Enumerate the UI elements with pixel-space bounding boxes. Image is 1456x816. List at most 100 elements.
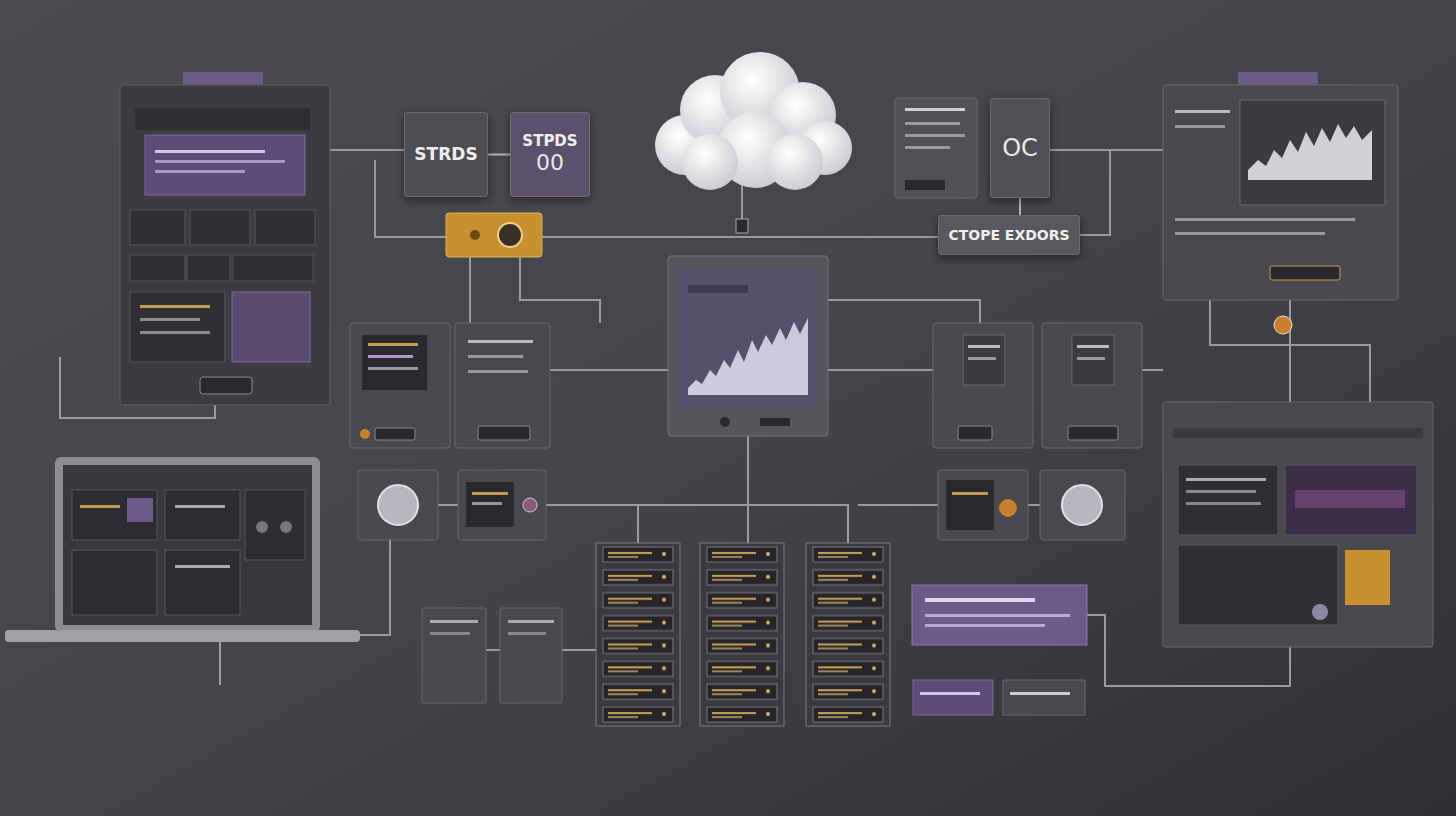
text-bar [1175, 110, 1230, 113]
text-bar [508, 632, 546, 635]
laptop [5, 457, 360, 642]
server-racks [596, 543, 890, 726]
unit-box [938, 470, 1028, 540]
text-bar [968, 357, 996, 360]
text-bar [905, 122, 960, 125]
device-box [455, 323, 550, 448]
storage-units [422, 608, 562, 703]
image-tile [1285, 465, 1417, 535]
text-bar [952, 492, 988, 495]
text-bar [1077, 357, 1105, 360]
tile [255, 210, 315, 245]
text-bar [925, 598, 1035, 602]
wire [438, 504, 458, 506]
led [999, 499, 1017, 517]
monitor-frame [668, 256, 828, 436]
header-bar [135, 108, 310, 130]
wire [546, 504, 638, 506]
gold-box [446, 213, 542, 257]
junction [1274, 316, 1292, 334]
wire [1028, 504, 1040, 506]
box-label: STRDS [414, 144, 477, 164]
device-screen [362, 335, 427, 390]
text-bar [1175, 232, 1325, 235]
display-unit [938, 470, 1028, 540]
text-bar [925, 624, 1045, 627]
text-bar [468, 355, 523, 358]
doc-card [1072, 335, 1114, 385]
tile [130, 255, 185, 281]
unit-box [458, 470, 546, 540]
button [760, 418, 790, 426]
text-bar [155, 170, 245, 173]
wire [219, 640, 221, 685]
text-bar [1010, 692, 1070, 695]
tile [130, 292, 225, 362]
connector [1019, 198, 1021, 215]
text-bar [80, 505, 120, 508]
gold-dot [470, 230, 480, 240]
server-rack [596, 543, 680, 726]
wire [747, 505, 749, 543]
wire [550, 369, 668, 371]
text-bar [472, 492, 508, 495]
button [200, 377, 252, 394]
laptop-screen [63, 465, 312, 625]
text-bar [368, 355, 413, 358]
status-box: STPDS00 [510, 112, 590, 197]
tile [1178, 545, 1338, 625]
text-bar [905, 146, 950, 149]
wire [858, 504, 938, 506]
button [905, 180, 945, 190]
chart-area [1248, 124, 1372, 180]
cloud-puff [682, 134, 738, 190]
text-bar [140, 305, 210, 308]
text-bar [508, 620, 554, 623]
device [1042, 323, 1142, 448]
wire [1142, 369, 1163, 371]
connector-plug [736, 219, 748, 233]
icon [280, 521, 292, 533]
panel [120, 85, 330, 405]
tile [72, 490, 157, 540]
text-bar [140, 318, 200, 321]
tile [130, 210, 185, 245]
doc-card [895, 98, 977, 198]
button [958, 426, 992, 440]
text-bar [1186, 502, 1261, 505]
wire [748, 505, 848, 543]
tile [187, 255, 230, 281]
button [478, 426, 530, 440]
wire [520, 257, 600, 323]
text-bar [155, 150, 265, 153]
text-bar [1186, 478, 1266, 481]
central-monitor [668, 256, 828, 436]
button [1270, 266, 1340, 280]
image-glow [1295, 490, 1405, 508]
text-bar [1175, 125, 1225, 128]
tile [233, 255, 313, 281]
device-box [350, 323, 450, 448]
box-label: CTOPE EXDORS [948, 227, 1069, 244]
panel [1163, 85, 1398, 300]
text-bar [175, 505, 225, 508]
connector [488, 154, 510, 156]
wire [828, 369, 933, 371]
gold-icon [498, 223, 522, 247]
led [360, 429, 370, 439]
text-bar [368, 343, 418, 346]
panel [1163, 402, 1433, 647]
status-box: STRDS [404, 112, 488, 197]
text-bar [905, 134, 965, 137]
purple-tile [232, 292, 310, 362]
box-label: STPDS [522, 132, 577, 150]
wire [330, 149, 404, 151]
tile [72, 550, 157, 615]
tile [1178, 465, 1278, 535]
text-bar [468, 340, 533, 343]
purple-tile [913, 680, 993, 715]
laptop-frame [55, 457, 320, 632]
box-value: 00 [536, 150, 564, 176]
